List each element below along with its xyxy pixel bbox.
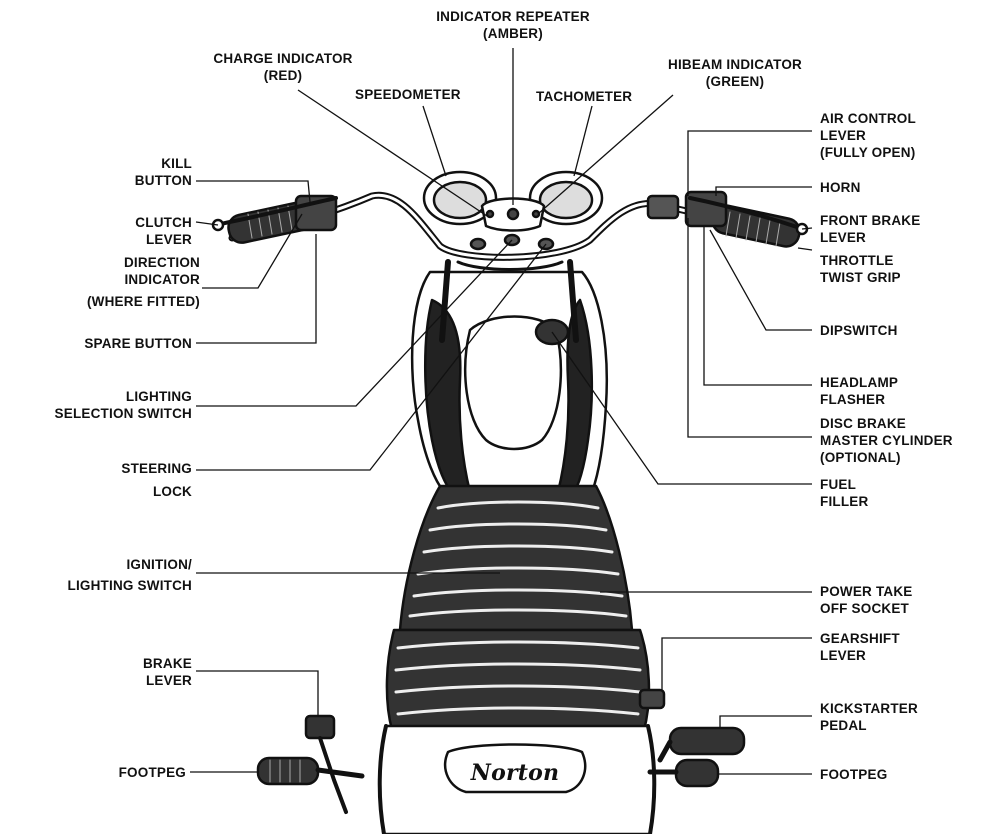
label-power-take-off-socket: POWER TAKE OFF SOCKET [820,583,913,617]
label-line: HEADLAMP [820,374,898,391]
label-indicator-repeater: INDICATOR REPEATER (AMBER) [408,8,618,42]
label-fuel-filler: FUEL FILLER [820,476,868,510]
right-footpeg [676,760,718,786]
label-lighting-selection-switch: LIGHTING SELECTION SWITCH [0,388,192,422]
label-ignition-lighting-switch: IGNITION/ LIGHTING SWITCH [0,556,192,594]
label-air-control-lever: AIR CONTROL LEVER (FULLY OPEN) [820,110,916,161]
leader-gearshift-lever [662,638,812,690]
label-gearshift-lever: GEARSHIFT LEVER [820,630,900,664]
leader-headlamp-flasher [704,226,812,385]
leader-kill-button [196,181,310,202]
label-horn: HORN [820,179,861,196]
label-line: INDICATOR REPEATER [408,8,618,25]
label-line: IGNITION/ [0,556,192,573]
brake-pedal [306,716,334,738]
label-line: FRONT BRAKE [820,212,920,229]
label-line: TACHOMETER [536,88,632,105]
label-brake-lever: BRAKE LEVER [96,655,192,689]
label-spare-button: SPARE BUTTON [6,335,192,352]
label-line: SPARE BUTTON [6,335,192,352]
master-cylinder [648,196,678,218]
label-line: KICKSTARTER [820,700,918,717]
leader-tachometer [574,106,592,176]
label-tachometer: TACHOMETER [536,88,632,105]
label-line: LEVER [96,672,192,689]
label-line: AIR CONTROL [820,110,916,127]
leader-air-control-lever [688,131,812,196]
leader-dipswitch [710,230,812,330]
label-line: BRAKE [96,655,192,672]
label-line: MASTER CYLINDER [820,432,953,449]
label-line: DIPSWITCH [820,322,898,339]
label-line: FUEL [820,476,868,493]
label-hibeam-indicator: HIBEAM INDICATOR (GREEN) [640,56,830,90]
kickstarter-pedal [670,728,744,754]
left-footpeg [258,758,318,784]
label-line: PEDAL [820,717,918,734]
label-line: LEVER [820,229,920,246]
label-line: LEVER [96,231,192,248]
leader-brake-lever [196,671,318,716]
label-steering-lock: STEERING LOCK [96,460,192,500]
leader-throttle-twist-grip [798,248,812,250]
label-line: KILL [96,155,192,172]
label-line: (WHERE FITTED) [6,292,200,312]
label-line: LEVER [820,647,900,664]
label-line: DISC BRAKE [820,415,953,432]
norton-logo: Norton [460,760,570,786]
label-line: CHARGE INDICATOR [188,50,378,67]
label-speedometer: SPEEDOMETER [355,86,461,103]
label-line: FOOTPEG [820,766,887,783]
label-throttle-twist-grip: THROTTLE TWIST GRIP [820,252,901,286]
label-line: POWER TAKE [820,583,913,600]
label-line: GEARSHIFT [820,630,900,647]
motorcycle-drawing [213,172,807,834]
label-clutch-lever: CLUTCH LEVER [96,214,192,248]
label-line: FLASHER [820,391,898,408]
leader-speedometer [423,106,446,176]
label-line: BUTTON [96,172,192,189]
label-line: HIBEAM INDICATOR [640,56,830,73]
gearshift-lever [640,690,664,708]
label-line: LOCK [96,483,192,500]
label-line: SPEEDOMETER [355,86,461,103]
label-line: FOOTPEG [86,764,186,781]
label-line: (OPTIONAL) [820,449,953,466]
label-charge-indicator: CHARGE INDICATOR (RED) [188,50,378,84]
label-footpeg-right: FOOTPEG [820,766,887,783]
label-line: TWIST GRIP [820,269,901,286]
label-headlamp-flasher: HEADLAMP FLASHER [820,374,898,408]
label-line: LEVER [820,127,916,144]
label-line: CLUTCH [96,214,192,231]
label-line: OFF SOCKET [820,600,913,617]
label-line: LIGHTING [0,388,192,405]
label-line: HORN [820,179,861,196]
label-front-brake-lever: FRONT BRAKE LEVER [820,212,920,246]
label-line: STEERING [96,460,192,477]
leader-kickstarter-pedal [720,716,812,728]
label-disc-brake-master-cylinder: DISC BRAKE MASTER CYLINDER (OPTIONAL) [820,415,953,466]
label-line: (AMBER) [408,25,618,42]
label-dipswitch: DIPSWITCH [820,322,898,339]
label-line: THROTTLE [820,252,901,269]
label-line: DIRECTION [6,254,200,271]
label-footpeg-left: FOOTPEG [86,764,186,781]
label-line: (RED) [188,67,378,84]
label-line: (FULLY OPEN) [820,144,916,161]
label-direction-indicator: DIRECTION INDICATOR (WHERE FITTED) [6,254,200,312]
label-kill-button: KILL BUTTON [96,155,192,189]
label-line: (GREEN) [640,73,830,90]
label-line: SELECTION SWITCH [0,405,192,422]
label-line: INDICATOR [6,271,200,288]
label-line: LIGHTING SWITCH [0,577,192,594]
leader-disc-brake-master-cylinder [688,218,812,437]
label-line: FILLER [820,493,868,510]
leader-horn [716,187,812,196]
label-kickstarter-pedal: KICKSTARTER PEDAL [820,700,918,734]
